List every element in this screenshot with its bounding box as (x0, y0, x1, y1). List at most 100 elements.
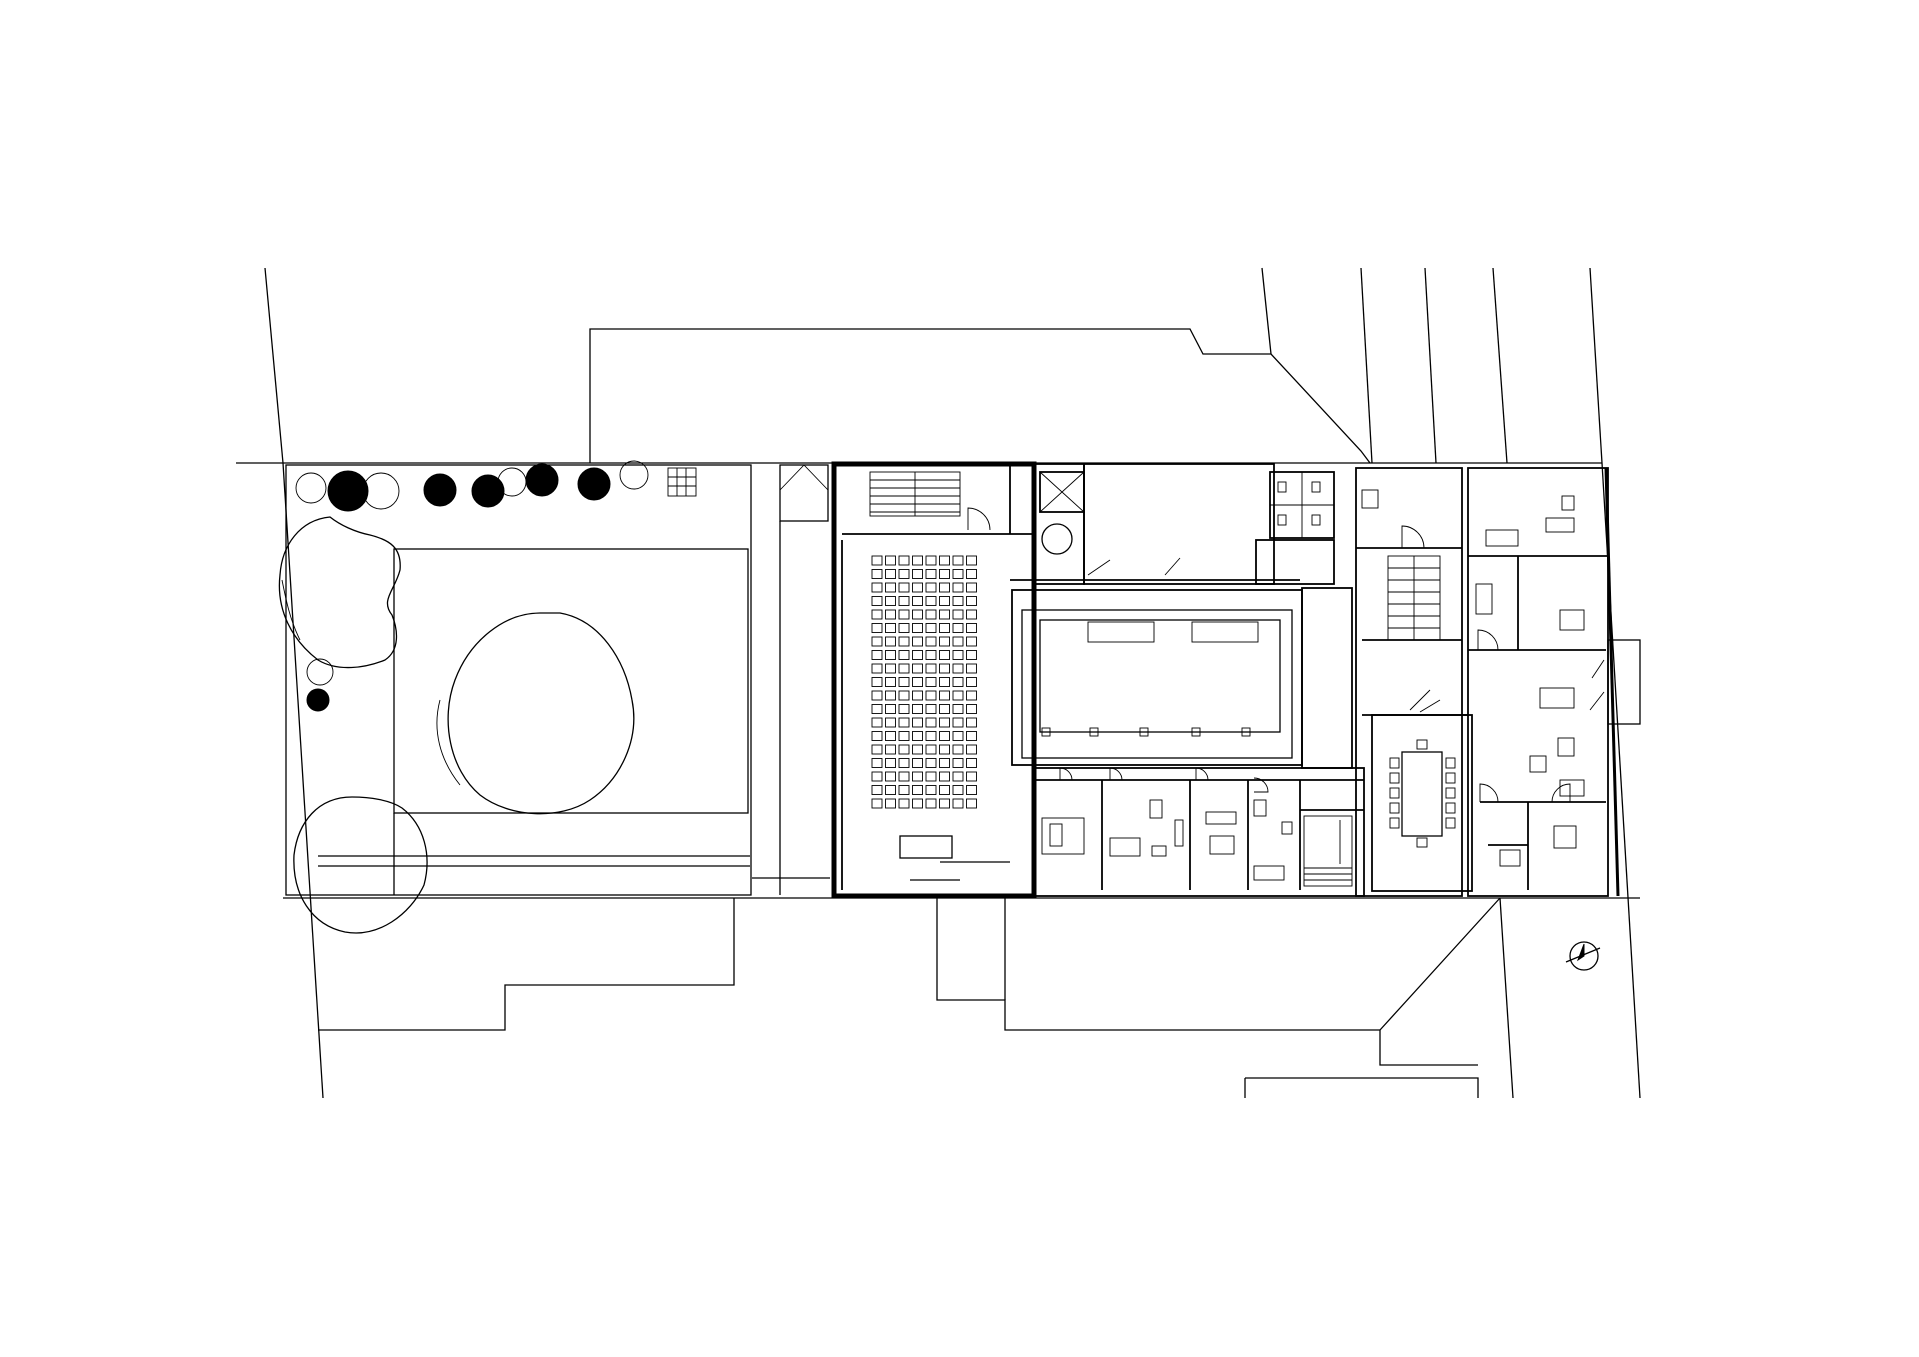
seat (898, 744, 910, 755)
seat (952, 785, 964, 795)
seat (939, 744, 950, 755)
column (1139, 727, 1149, 737)
planter-grid (667, 467, 697, 497)
seat (885, 623, 896, 633)
tree-icon (306, 688, 330, 712)
seat (966, 690, 977, 701)
door-swing-icon (1109, 767, 1123, 781)
tree-row (295, 460, 649, 712)
chair (1416, 837, 1428, 848)
seating (871, 555, 977, 809)
tree-icon (327, 470, 369, 512)
meeting-room (1371, 714, 1473, 892)
column (1041, 727, 1051, 737)
seat (939, 596, 950, 606)
seat (925, 771, 937, 782)
seat (885, 771, 896, 782)
seat (952, 690, 964, 701)
seat (925, 758, 937, 768)
tree-icon (619, 460, 649, 490)
door-swing-icon (1087, 559, 1111, 576)
seat (912, 798, 923, 809)
seat (925, 636, 937, 647)
seat (925, 744, 937, 755)
seat (898, 623, 910, 633)
seat (939, 704, 950, 714)
seat (939, 636, 950, 647)
tree-icon (423, 473, 457, 507)
seat (885, 596, 896, 606)
seat (925, 555, 937, 566)
east-wing (1355, 467, 1641, 897)
seat (885, 785, 896, 795)
seat (939, 758, 950, 768)
seat (912, 677, 923, 687)
seat (912, 758, 923, 768)
seat (898, 690, 910, 701)
meeting-table (1401, 751, 1443, 837)
seat (966, 785, 977, 795)
seat (952, 569, 964, 579)
seat (966, 744, 977, 755)
seat (925, 596, 937, 606)
seat (952, 582, 964, 593)
seat (898, 596, 910, 606)
seat (871, 771, 883, 782)
site-context (236, 267, 1641, 1099)
seat (885, 609, 896, 620)
door-swing-icon (1589, 659, 1605, 711)
seat (939, 569, 950, 579)
seat (898, 704, 910, 714)
seat (966, 731, 977, 741)
seat (871, 582, 883, 593)
seat (871, 690, 883, 701)
seat (952, 555, 964, 566)
seat (939, 690, 950, 701)
seat (939, 609, 950, 620)
seat (912, 596, 923, 606)
chair (1445, 772, 1456, 784)
seat (871, 555, 883, 566)
seat (912, 771, 923, 782)
tree-icon (295, 472, 327, 504)
chair (1445, 817, 1456, 829)
seat (952, 704, 964, 714)
seat (898, 677, 910, 687)
seat (939, 785, 950, 795)
auditorium (831, 461, 1037, 899)
desk (1205, 811, 1237, 825)
seat (898, 758, 910, 768)
seat (871, 758, 883, 768)
skylight (1087, 621, 1155, 643)
seat (871, 704, 883, 714)
desk (1109, 837, 1141, 857)
seat (966, 650, 977, 660)
seat (939, 555, 950, 566)
seat (912, 731, 923, 741)
seat (925, 623, 937, 633)
seat (885, 744, 896, 755)
seat (952, 798, 964, 809)
chairs (1389, 739, 1456, 848)
seat (871, 650, 883, 660)
villa (1467, 467, 1641, 897)
stair-icon (1387, 555, 1441, 641)
seat (885, 717, 896, 728)
seat (939, 650, 950, 660)
seat (898, 609, 910, 620)
seat (885, 636, 896, 647)
seat (912, 717, 923, 728)
seat (925, 731, 937, 741)
seat (939, 771, 950, 782)
seat (966, 636, 977, 647)
seat (871, 717, 883, 728)
seat (966, 596, 977, 606)
seat (939, 582, 950, 593)
seat (952, 717, 964, 728)
chair (1389, 802, 1400, 814)
seat (952, 744, 964, 755)
seat (925, 650, 937, 660)
tree-icon (447, 612, 635, 815)
stair-icon (1303, 815, 1353, 887)
seat (871, 569, 883, 579)
